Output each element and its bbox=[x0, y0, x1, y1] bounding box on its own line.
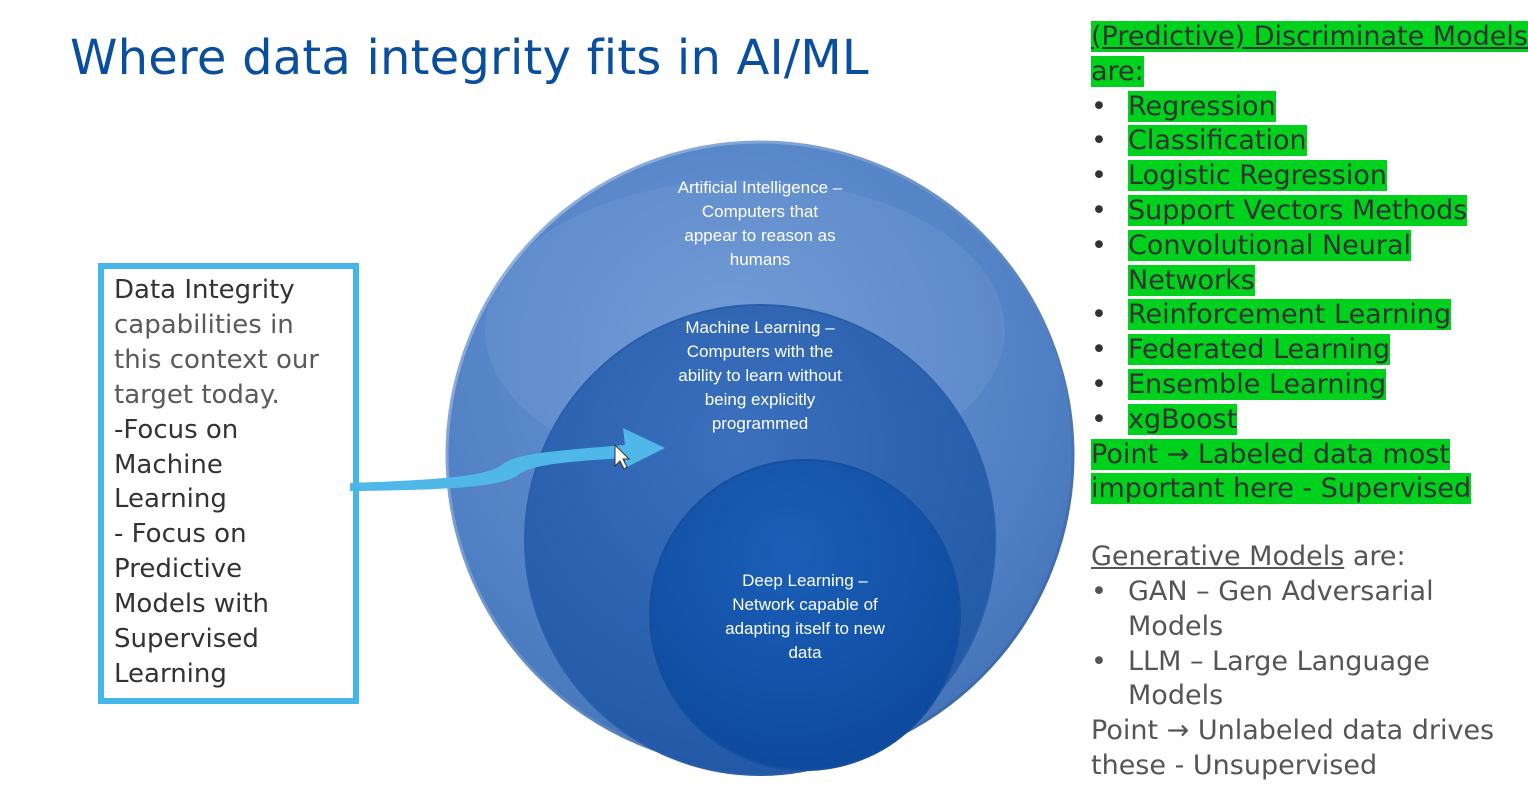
list-item: • xgBoost bbox=[1091, 403, 1521, 438]
ml-label-line: being explicitly bbox=[704, 390, 816, 409]
generative-point-line: these - Unsupervised bbox=[1091, 749, 1378, 781]
slide-title: Where data integrity fits in AI/ML bbox=[70, 30, 869, 86]
callout-line: Supervised bbox=[114, 624, 259, 655]
callout-line: capabilities in bbox=[114, 309, 294, 340]
list-item: • Ensemble Learning bbox=[1091, 368, 1521, 403]
list-item-text: Models bbox=[1128, 610, 1224, 642]
list-item-text: Federated Learning bbox=[1128, 334, 1391, 366]
list-item: • Regression bbox=[1091, 90, 1521, 125]
discriminative-point-line: important here - Supervised bbox=[1091, 473, 1472, 505]
bullet-dot-icon: • bbox=[1091, 645, 1107, 677]
ml-label: Machine Learning – Computers with the ab… bbox=[640, 316, 880, 436]
callout-line: Machine bbox=[114, 449, 223, 480]
dl-label: Deep Learning – Network capable of adapt… bbox=[685, 569, 925, 665]
list-item-text: Convolutional Neural bbox=[1128, 229, 1412, 261]
ai-label-line: appear to reason as bbox=[684, 226, 836, 245]
ai-label-line: Computers that bbox=[701, 202, 819, 221]
bullet-dot-icon: • bbox=[1091, 334, 1107, 366]
data-integrity-callout: Data Integrity capabilities in this cont… bbox=[98, 263, 359, 704]
ml-label-line: ability to learn without bbox=[678, 366, 842, 385]
ai-label-line: Artificial Intelligence – bbox=[677, 178, 843, 197]
mouse-cursor-icon bbox=[614, 443, 631, 470]
list-item-text: LLM – Large Language bbox=[1128, 645, 1430, 677]
callout-line: target today. bbox=[114, 379, 280, 410]
discriminative-point-line: Point → Labeled data most bbox=[1091, 438, 1450, 470]
bullet-dot-icon: • bbox=[1091, 575, 1107, 607]
discriminative-heading-suffix: are: bbox=[1091, 55, 1144, 87]
list-item-continuation: Networks bbox=[1091, 264, 1521, 299]
ml-label-line: Machine Learning – bbox=[685, 318, 835, 337]
bullet-dot-icon: • bbox=[1091, 125, 1107, 157]
dl-label-line: Deep Learning – bbox=[742, 571, 868, 590]
list-item: • Convolutional Neural bbox=[1091, 229, 1521, 264]
list-item-text: Logistic Regression bbox=[1128, 160, 1387, 192]
list-item-text: Models bbox=[1128, 680, 1224, 712]
list-item-text: GAN – Gen Adversarial bbox=[1128, 575, 1434, 607]
list-item-continuation: Models bbox=[1091, 679, 1521, 714]
list-item-text: Support Vectors Methods bbox=[1128, 194, 1468, 226]
ai-label: Artificial Intelligence – Computers that… bbox=[640, 176, 880, 272]
models-panel: (Predictive) Discriminate Models are: • … bbox=[1091, 20, 1528, 784]
bullet-dot-icon: • bbox=[1091, 90, 1107, 122]
callout-line: Data Integrity bbox=[114, 275, 295, 305]
bullet-dot-icon: • bbox=[1091, 299, 1107, 331]
ml-label-line: programmed bbox=[711, 414, 809, 433]
dl-label-line: Network capable of bbox=[732, 595, 878, 614]
list-item-text: Networks bbox=[1128, 264, 1255, 296]
list-item: • Federated Learning bbox=[1091, 333, 1521, 368]
list-item: • GAN – Gen Adversarial bbox=[1091, 575, 1521, 610]
discriminative-section: (Predictive) Discriminate Models are: • … bbox=[1091, 20, 1528, 507]
list-item-text: xgBoost bbox=[1128, 403, 1238, 435]
callout-line: -Focus on bbox=[114, 414, 239, 445]
bullet-dot-icon: • bbox=[1091, 194, 1107, 226]
list-item: • Classification bbox=[1091, 124, 1521, 159]
generative-heading-suffix: are: bbox=[1344, 541, 1406, 573]
callout-line: Learning bbox=[114, 484, 227, 515]
ai-label-line: humans bbox=[729, 250, 791, 269]
callout-line: Models with bbox=[114, 589, 270, 620]
bullet-dot-icon: • bbox=[1091, 229, 1107, 261]
bullet-dot-icon: • bbox=[1091, 160, 1107, 192]
dl-circle bbox=[649, 459, 961, 771]
dl-label-line: data bbox=[788, 643, 822, 662]
dl-label-line: adapting itself to new bbox=[725, 619, 885, 638]
ml-label-line: Computers with the bbox=[686, 342, 834, 361]
callout-line: Predictive bbox=[114, 554, 243, 585]
list-item-text: Reinforcement Learning bbox=[1128, 299, 1452, 331]
list-item-text: Ensemble Learning bbox=[1128, 368, 1387, 400]
list-item-text: Regression bbox=[1128, 90, 1276, 122]
list-item: • Logistic Regression bbox=[1091, 159, 1521, 194]
bullet-dot-icon: • bbox=[1091, 368, 1107, 400]
generative-section: Generative Models are: • GAN – Gen Adver… bbox=[1091, 540, 1521, 784]
bullet-dot-icon: • bbox=[1091, 403, 1107, 435]
list-item: • Reinforcement Learning bbox=[1091, 298, 1521, 333]
list-item-continuation: Models bbox=[1091, 610, 1521, 645]
list-item: • LLM – Large Language bbox=[1091, 645, 1521, 680]
list-item-text: Classification bbox=[1128, 125, 1307, 157]
list-item: • Support Vectors Methods bbox=[1091, 194, 1521, 229]
connector-arrow bbox=[350, 428, 665, 491]
generative-heading: Generative Models bbox=[1091, 541, 1345, 573]
discriminative-heading: (Predictive) Discriminate Models bbox=[1091, 21, 1528, 52]
callout-line: Learning bbox=[114, 658, 227, 689]
callout-line: this context our bbox=[114, 344, 320, 375]
callout-line: - Focus on bbox=[114, 519, 247, 550]
generative-point-line: Point → Unlabeled data drives bbox=[1091, 715, 1495, 747]
